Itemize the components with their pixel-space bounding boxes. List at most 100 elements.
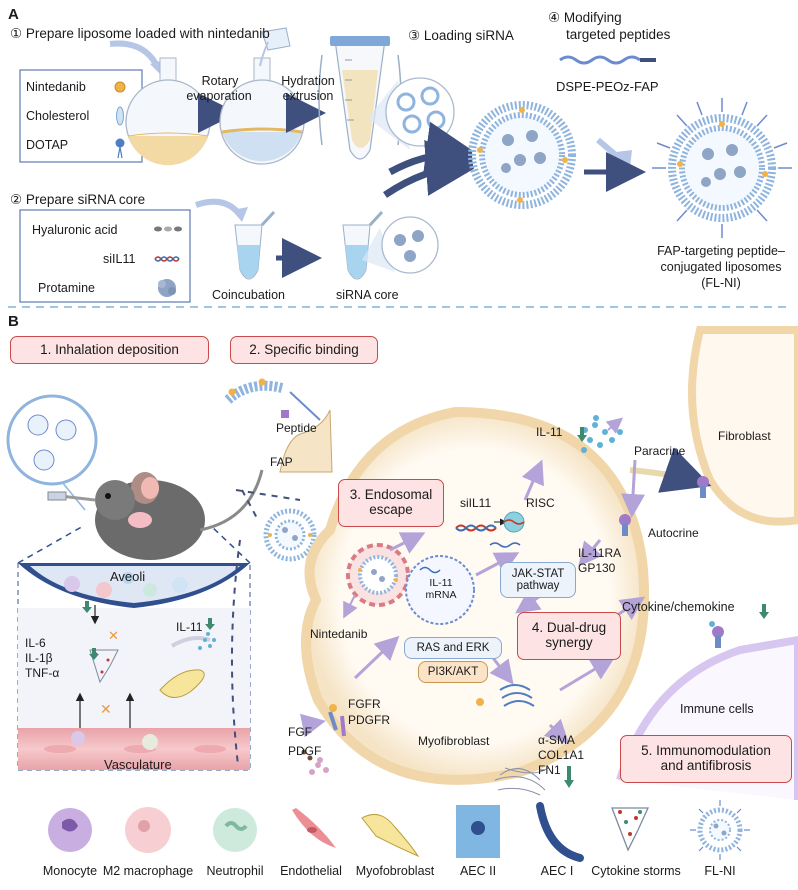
il1b-label: IL-1β: [25, 651, 53, 665]
jak-line1: JAK-STAT: [511, 568, 565, 580]
step4-label-line1: ④ Modifying: [548, 10, 622, 25]
paracrine-arrow: [629, 447, 712, 493]
legend-dotap: DOTAP: [26, 138, 69, 152]
aec-i-icon: [536, 802, 584, 862]
product-label-1: FAP-targeting peptide–: [657, 244, 785, 258]
neutrophil-icon: [213, 808, 257, 852]
step3-line2: escape: [369, 502, 413, 517]
legend-monocyte: Monocyte: [42, 864, 98, 878]
aveoli-cells: [64, 572, 188, 598]
fgf-label: FGF: [288, 725, 312, 739]
nintedanib-dot: [476, 698, 484, 706]
legend-hyaluronic: Hyaluronic acid: [32, 223, 118, 237]
step5-line1: 5. Immunomodulation: [641, 743, 771, 759]
fibroblast-cell: [688, 326, 798, 526]
eppendorf-tube-1: [234, 210, 276, 280]
growth-factor-receptors: [299, 704, 346, 738]
mrna-label-1: IL-11: [429, 577, 453, 589]
vasculature-label: Vasculature: [104, 757, 172, 772]
step2-label: ② Prepare siRNA core: [10, 192, 146, 207]
legend-neutrophil: Neutrophil: [206, 864, 264, 878]
panel-a-letter: A: [8, 6, 19, 23]
step3-box: 3. Endosomal escape: [338, 479, 444, 527]
cytokine-storms-icon: [611, 807, 650, 852]
liposome-binding-inset: [224, 378, 333, 473]
pdgf-label: PDGF: [288, 744, 322, 758]
step5-box: 5. Immunomodulation and antifibrosis: [620, 735, 792, 783]
asma-label: α-SMA: [538, 733, 575, 747]
product-label-2: conjugated liposomes: [660, 260, 782, 274]
fgfr-label: FGFR: [348, 697, 381, 711]
pi3k-akt-box: PI3K/AKT: [418, 661, 488, 683]
ecm-fibers: [494, 767, 549, 796]
legend-aec-i: AEC I: [540, 864, 574, 878]
fl-ni-liposome: [652, 98, 792, 238]
legend-cytokine-storms: Cytokine storms: [591, 864, 681, 878]
nintedanib-label: Nintedanib: [310, 627, 368, 641]
legend-nintedanib: Nintedanib: [26, 80, 86, 94]
jak-stat-box: JAK-STAT pathway: [500, 562, 576, 598]
arrow-merge-bottom: [383, 140, 482, 198]
inhaled-particles-zoom: [6, 394, 98, 486]
fn1-label: FN1: [538, 763, 561, 777]
mrna-label-2: mRNA: [425, 589, 457, 601]
product-label-3: (FL-NI): [701, 276, 741, 290]
step1-label: ① Prepare liposome loaded with nintedani…: [10, 26, 270, 41]
hyaluronic-acid-icon: [154, 226, 182, 232]
fap-label: FAP: [270, 455, 293, 469]
myofibroblast-cell-1: [159, 669, 205, 698]
autocrine-arrow: [621, 459, 646, 518]
legend-sirna: siIL11: [103, 252, 136, 266]
autocrine-label: Autocrine: [648, 526, 699, 540]
rotary-label-1: Rotary: [201, 74, 239, 88]
rotary-label-2: evaporation: [186, 89, 252, 103]
tnfa-label: TNF-α: [25, 666, 60, 680]
dspe-label: DSPE-PEOz-FAP: [556, 79, 659, 94]
sirna-core-zoom: [381, 216, 439, 274]
fl-ni-icon: [690, 800, 750, 860]
arrow-modify: [596, 137, 626, 165]
step3-line1: 3. Endosomal: [349, 487, 433, 503]
hydration-label-2: extrusion: [282, 89, 334, 103]
myofibroblast-icon: [361, 813, 420, 858]
endosome: [346, 543, 410, 607]
legend-cholesterol: Cholesterol: [26, 109, 90, 123]
legend-aec-ii: AEC II: [459, 864, 497, 878]
step2-box: 2. Specific binding: [230, 336, 378, 364]
myofibroblast-label: Myofibroblast: [418, 734, 490, 748]
risc-label: RISC: [526, 496, 555, 510]
step4-line2: synergy: [545, 635, 593, 650]
peptide-label: Peptide: [276, 421, 317, 435]
nintedanib-icon: [114, 81, 126, 93]
mouse-illustration: [47, 469, 264, 560]
paracrine-label: Paracrine: [634, 444, 686, 458]
gp130-label: GP130: [578, 561, 616, 575]
legend-m2-macrophage: M2 macrophage: [102, 864, 194, 878]
il11ra-label: IL-11RA: [578, 546, 622, 560]
cytokine-label: Cytokine/chemokine: [622, 600, 735, 614]
endoplasmic-reticulum: [499, 684, 535, 707]
beaker-icon: [261, 27, 291, 51]
ras-erk-box: RAS and ERK: [404, 637, 502, 659]
fibroblast-label: Fibroblast: [718, 429, 771, 443]
immune-cells-label: Immune cells: [680, 702, 754, 716]
extrusion-tube: [318, 36, 402, 160]
downregulation-arrows: [82, 427, 769, 788]
aveoli-label: Aveoli: [110, 569, 146, 584]
curved-arrow-2: [195, 198, 243, 217]
sil11-label: siIL11: [460, 496, 492, 510]
step1-box: 1. Inhalation deposition: [10, 336, 209, 364]
sirna-loaded-liposome: [468, 101, 576, 209]
jak-line2: pathway: [516, 580, 560, 592]
cytokine-receptor-immune: [709, 621, 724, 648]
panel-b-letter: B: [8, 313, 19, 330]
il11-top-label: IL-11: [536, 425, 563, 439]
legend-myofibroblast: Myofobroblast: [355, 864, 435, 878]
legend-endothelial: Endothelial: [280, 864, 342, 878]
step3-label: ③ Loading siRNA: [408, 28, 514, 43]
svg-text:✕: ✕: [100, 701, 112, 717]
il11-left-label: IL-11: [176, 620, 203, 634]
svg-text:✕: ✕: [108, 628, 119, 643]
eppendorf-tube-2: [342, 210, 384, 280]
cholesterol-icon: [116, 106, 124, 126]
